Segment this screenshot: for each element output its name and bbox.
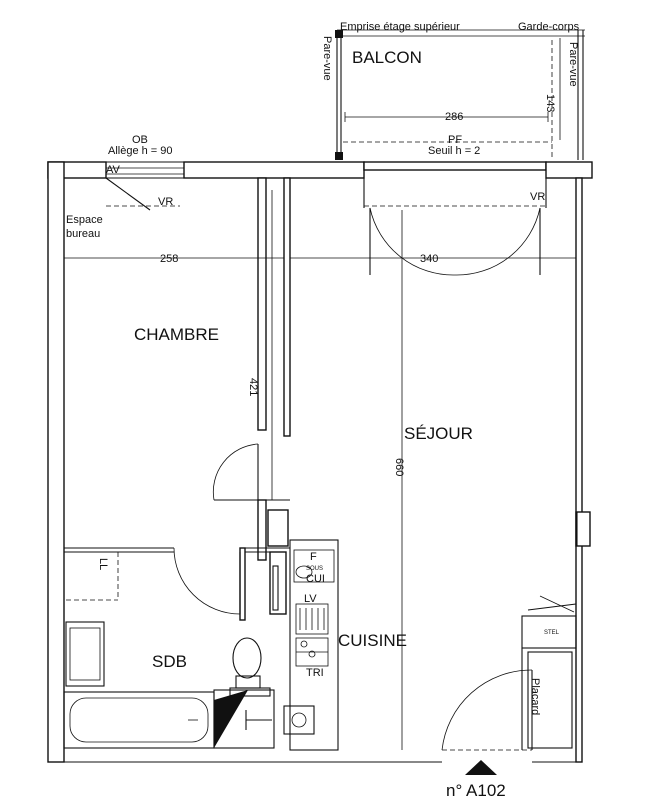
toilet — [229, 637, 271, 697]
storage-closet — [521, 595, 577, 750]
office-space-label-line2: bureau — [66, 228, 100, 240]
kitchen-counter — [272, 539, 339, 751]
stel-label: STEL — [544, 630, 560, 636]
interior-walls — [64, 177, 291, 621]
sous-label: SOUS — [306, 566, 323, 572]
balcony-depth-value: 143 — [544, 94, 556, 112]
washbasin — [65, 621, 105, 687]
window-sill-label: Allège h = 90 — [108, 145, 173, 157]
linen-label: LL — [97, 558, 109, 570]
storage-label: Placard — [529, 678, 541, 715]
fridge-label: F — [310, 551, 317, 563]
exterior-walls — [47, 161, 593, 763]
bedroom-depth-value: 421 — [247, 378, 259, 396]
roller-shutter-right-label: VR — [530, 191, 545, 203]
living-width-dimension — [290, 253, 577, 263]
roller-shutter-left-label: VR — [158, 196, 173, 208]
washing-machine-label: LV — [304, 593, 317, 605]
guard-rail-label: Garde-corps — [518, 21, 580, 33]
living-width-value: 340 — [420, 253, 438, 265]
bedroom-door — [212, 443, 259, 501]
bedroom-width-dimension — [63, 253, 285, 263]
bedroom-window — [105, 161, 184, 211]
unit-number-label: n° A102 — [446, 781, 506, 800]
bathroom-door — [173, 547, 241, 615]
av-label: AV — [106, 164, 121, 176]
patio-door-threshold-label: Seuil h = 2 — [428, 145, 480, 157]
balcony-label: BALCON — [352, 48, 422, 67]
privacy-screen-right-label: Pare-vue — [567, 42, 579, 87]
privacy-screen-left-label: Pare-vue — [321, 36, 333, 81]
living-room-patio-door — [363, 178, 547, 276]
entry-door — [441, 669, 533, 775]
kitchen-label: CUISINE — [338, 631, 407, 650]
recycling-label: TRI — [306, 667, 324, 679]
plumbing-duct — [213, 689, 275, 749]
office-space-label-line1: Espace — [66, 214, 103, 226]
cooktop-label: CUI — [306, 573, 325, 585]
window-type-label: OB — [132, 134, 148, 146]
upper-floor-footprint-label: Emprise étage supérieur — [340, 21, 460, 33]
linen-cupboard — [66, 552, 119, 601]
living-depth-value: 660 — [393, 458, 405, 476]
balcony — [335, 29, 585, 160]
balcony-width-value: 286 — [445, 111, 463, 123]
bathtub — [63, 691, 215, 749]
bathroom-label: SDB — [152, 652, 187, 671]
bedroom-width-value: 258 — [160, 253, 178, 265]
living-room-label: SÉJOUR — [404, 424, 473, 443]
bedroom-label: CHAMBRE — [134, 325, 219, 344]
patio-door-type-label: PF — [448, 134, 462, 146]
